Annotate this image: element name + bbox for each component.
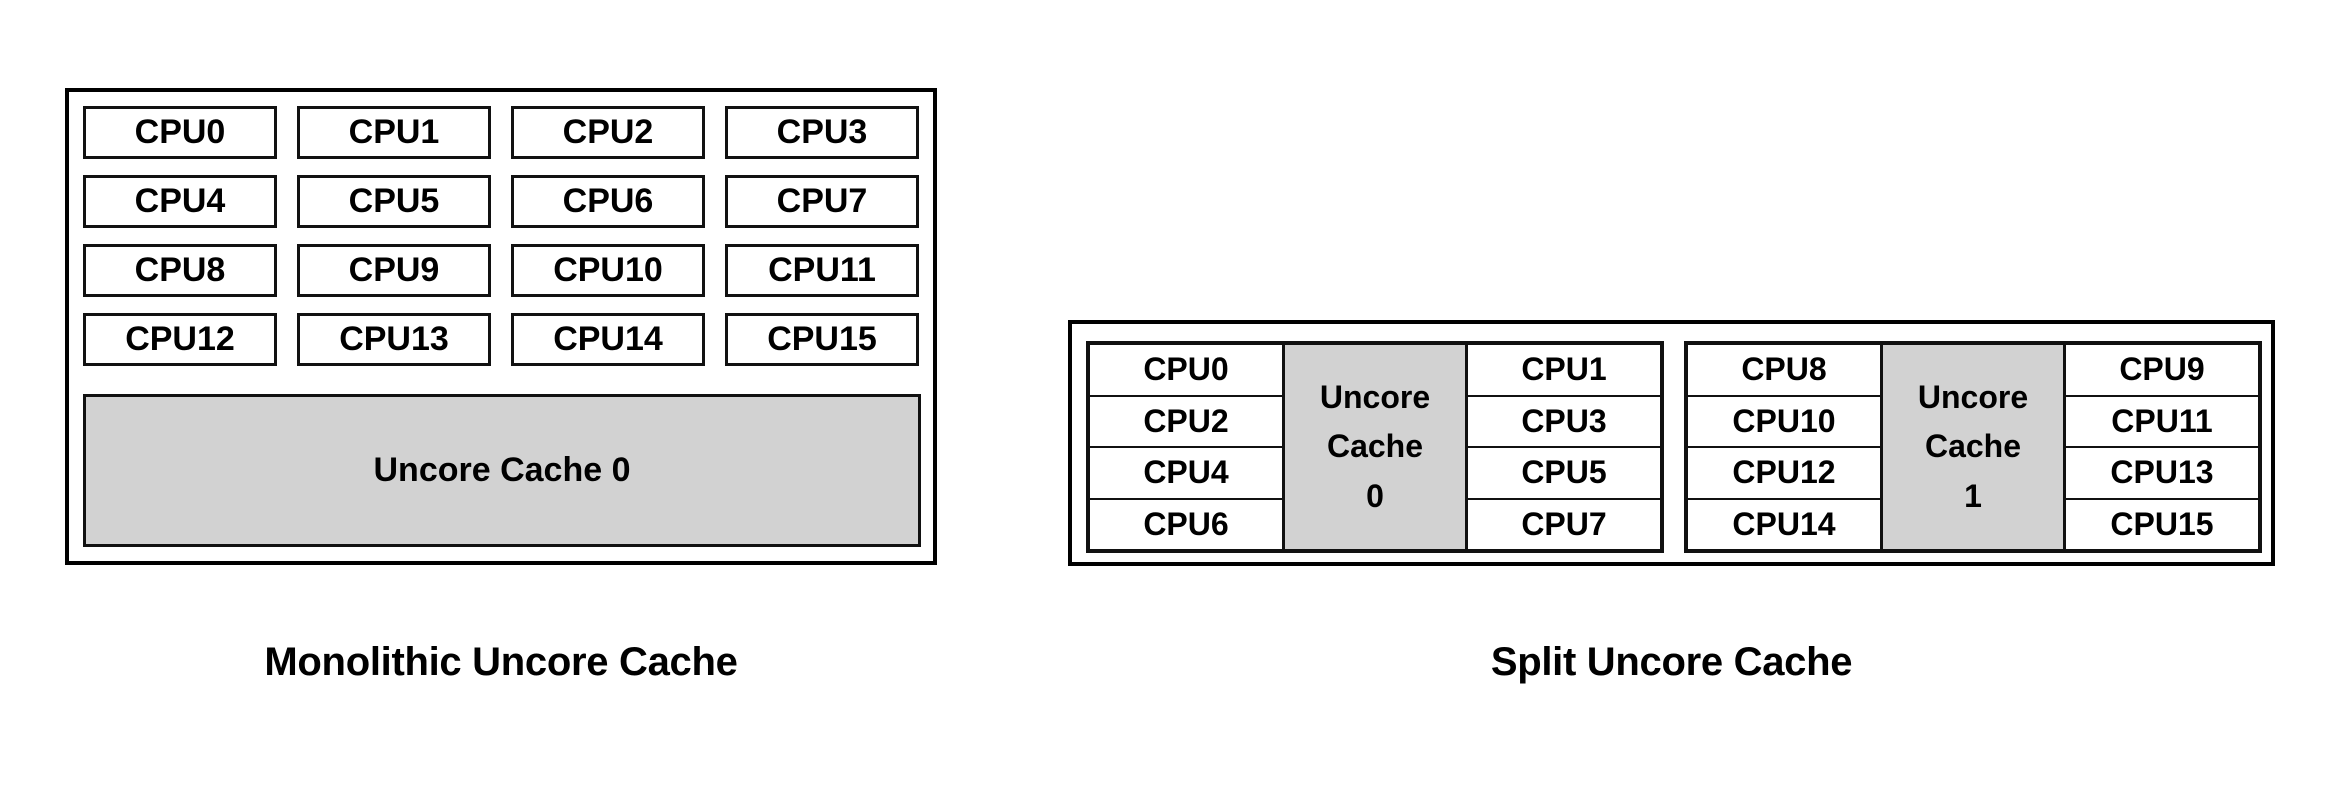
cpu-box: CPU15 [725, 313, 919, 366]
cpu-box: CPU7 [725, 175, 919, 228]
cpu-box: CPU5 [297, 175, 491, 228]
cpu-box: CPU6 [511, 175, 705, 228]
cpu-box: CPU13 [2064, 446, 2260, 500]
monolithic-uncore-diagram: CPU0 CPU1 CPU2 CPU3 CPU4 CPU5 CPU6 CPU7 … [65, 88, 937, 565]
cpu-box: CPU2 [511, 106, 705, 159]
cpu-cluster: CPU8 CPU10 CPU12 CPU14 Uncore Cache 1 CP… [1684, 341, 2262, 553]
cluster-left-cpu-column: CPU8 CPU10 CPU12 CPU14 [1686, 343, 1882, 551]
cpu-box: CPU15 [2064, 497, 2260, 551]
cpu-cluster: CPU0 CPU2 CPU4 CPU6 Uncore Cache 0 CPU1 … [1086, 341, 1664, 553]
cpu-box: CPU13 [297, 313, 491, 366]
cpu-box: CPU4 [1088, 446, 1284, 500]
cpu-box: CPU2 [1088, 394, 1284, 448]
cpu-box: CPU10 [1686, 394, 1882, 448]
monolithic-caption: Monolithic Uncore Cache [264, 640, 738, 684]
uncore-label-line2: Cache [1326, 428, 1424, 465]
cpu-box: CPU11 [2064, 394, 2260, 448]
cluster-right-cpu-column: CPU9 CPU11 CPU13 CPU15 [2064, 343, 2260, 551]
cpu-box: CPU10 [511, 244, 705, 297]
monolithic-cpu-grid: CPU0 CPU1 CPU2 CPU3 CPU4 CPU5 CPU6 CPU7 … [83, 106, 921, 396]
uncore-label-line1: Uncore [1319, 378, 1431, 415]
cpu-box: CPU3 [725, 106, 919, 159]
cpu-box: CPU9 [297, 244, 491, 297]
uncore-cache-block: Uncore Cache 0 [83, 394, 921, 547]
cpu-box: CPU9 [2064, 343, 2260, 397]
uncore-label-line2: Cache [1924, 428, 2022, 465]
cpu-box: CPU11 [725, 244, 919, 297]
cpu-box: CPU8 [83, 244, 277, 297]
split-uncore-diagram: CPU0 CPU2 CPU4 CPU6 Uncore Cache 0 CPU1 … [1068, 320, 2275, 566]
cpu-box: CPU12 [1686, 446, 1882, 500]
cpu-box: CPU5 [1466, 446, 1662, 500]
cpu-box: CPU0 [83, 106, 277, 159]
uncore-label-line3: 0 [1366, 477, 1384, 514]
cpu-box: CPU3 [1466, 394, 1662, 448]
cpu-box: CPU14 [1686, 497, 1882, 551]
uncore-cache-block: Uncore Cache 0 [1283, 343, 1467, 551]
cpu-box: CPU1 [297, 106, 491, 159]
cpu-box: CPU14 [511, 313, 705, 366]
uncore-cache-block: Uncore Cache 1 [1881, 343, 2065, 551]
cpu-box: CPU7 [1466, 497, 1662, 551]
cluster-left-cpu-column: CPU0 CPU2 CPU4 CPU6 [1088, 343, 1284, 551]
cpu-box: CPU0 [1088, 343, 1284, 397]
cpu-box: CPU8 [1686, 343, 1882, 397]
uncore-label-line1: Uncore [1917, 378, 2029, 415]
cpu-box: CPU1 [1466, 343, 1662, 397]
uncore-label-line3: 1 [1964, 477, 1982, 514]
cpu-box: CPU6 [1088, 497, 1284, 551]
cpu-box: CPU12 [83, 313, 277, 366]
split-caption: Split Uncore Cache [1490, 640, 1853, 684]
cluster-right-cpu-column: CPU1 CPU3 CPU5 CPU7 [1466, 343, 1662, 551]
cpu-box: CPU4 [83, 175, 277, 228]
